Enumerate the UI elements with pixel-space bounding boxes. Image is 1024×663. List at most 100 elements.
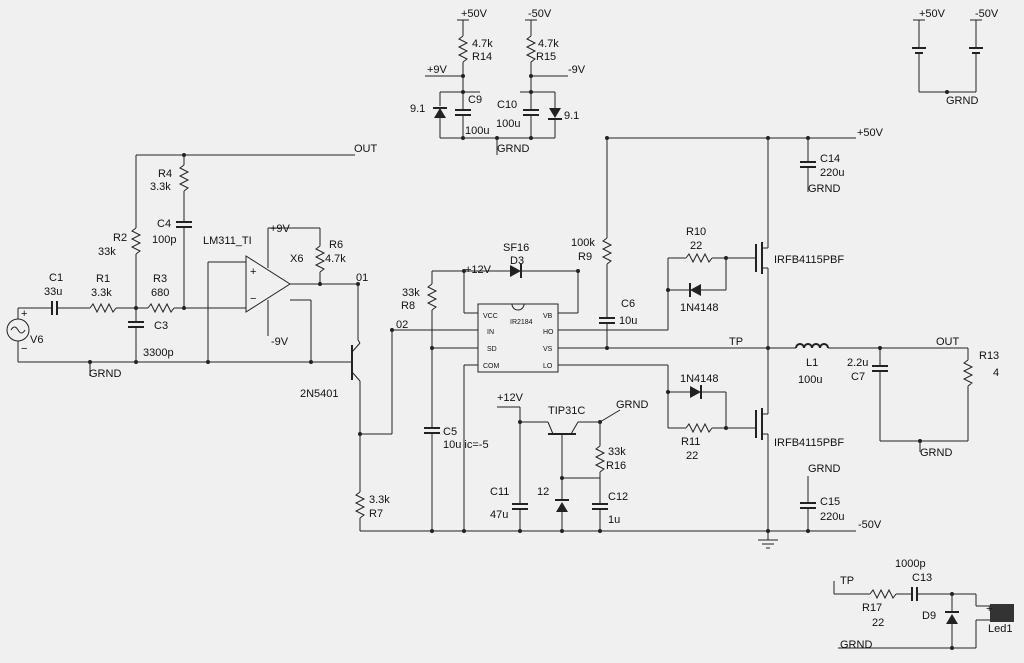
- label-c1: C1: [49, 272, 63, 284]
- label-r9: R9: [578, 251, 592, 263]
- label-c10-val: 100u: [496, 118, 520, 130]
- label-x6: X6: [290, 253, 303, 265]
- label-pin-vs: VS: [543, 346, 553, 353]
- label-z91a: 9.1: [410, 103, 425, 115]
- label-pin-com: COM: [483, 363, 500, 370]
- driver-stage: [360, 137, 974, 549]
- comparator-minus-mark: −: [250, 293, 256, 305]
- label-grnd-load: GRND: [920, 447, 952, 459]
- led-plus-mark: +: [986, 603, 992, 615]
- label-c13-val: 1000p: [895, 558, 926, 570]
- label-p50-mid: +50V: [857, 127, 884, 139]
- label-r6: R6: [329, 239, 343, 251]
- label-r8: R8: [401, 300, 415, 312]
- label-r8-val: 33k: [402, 287, 420, 299]
- label-r15: R15: [536, 51, 556, 63]
- label-c7-val: 2.2u: [847, 357, 868, 369]
- label-r6-val: 4.7k: [325, 253, 346, 265]
- label-ic: IR2184: [510, 319, 533, 326]
- label-grnd-left: GRND: [89, 368, 121, 380]
- label-m9: -9V: [568, 64, 586, 76]
- label-l1-val: 100u: [798, 374, 822, 386]
- label-2n5401: 2N5401: [300, 388, 339, 400]
- labels: +50V -50V 4.7k R14 4.7k R15 +9V -9V 9.1 …: [30, 8, 1012, 651]
- label-pin-vb: VB: [543, 313, 553, 320]
- label-pin-ho: HO: [543, 329, 554, 336]
- label-p9: +9V: [427, 64, 448, 76]
- label-irfb-hi: IRFB4115PBF: [774, 254, 844, 266]
- label-c14-val: 220u: [820, 167, 844, 179]
- label-z12: 12: [537, 486, 549, 498]
- label-tp2: TP: [840, 575, 854, 587]
- label-r9-val: 100k: [571, 237, 595, 249]
- label-c15-val: 220u: [820, 511, 844, 523]
- label-sf16: SF16: [503, 242, 529, 254]
- label-r11-val: 22: [686, 450, 698, 462]
- battery-supplies: [912, 19, 983, 93]
- label-r13-val: 4: [993, 367, 999, 379]
- label-r4-val: 3.3k: [150, 181, 171, 193]
- label-grnd-bot: GRND: [840, 639, 872, 651]
- polarity-marks: + − + − +: [21, 266, 992, 615]
- label-c13: C13: [912, 572, 932, 584]
- label-r10-val: 22: [690, 240, 702, 252]
- label-c15: C15: [820, 496, 840, 508]
- label-c12-val: 1u: [608, 514, 620, 526]
- label-d3: D3: [510, 255, 524, 267]
- label-r7: R7: [369, 508, 383, 520]
- label-m50-top1: -50V: [528, 8, 552, 20]
- label-c1-val: 33u: [44, 286, 62, 298]
- junction-dots: [88, 74, 954, 650]
- label-pin-in: IN: [487, 329, 494, 336]
- label-c4-val: 100p: [152, 234, 176, 246]
- label-irfb-lo: IRFB4115PBF: [774, 437, 844, 449]
- label-r15-val: 4.7k: [538, 38, 559, 50]
- regulator-stage: [497, 406, 621, 531]
- label-p12a: +12V: [465, 264, 492, 276]
- label-r11: R11: [681, 436, 700, 448]
- label-r1: R1: [96, 273, 110, 285]
- label-n02: 02: [396, 319, 408, 331]
- label-r10: R10: [686, 226, 706, 238]
- label-c9-val: 100u: [465, 125, 489, 137]
- label-pin-vcc: VCC: [483, 313, 498, 320]
- label-r4: R4: [158, 168, 172, 180]
- label-c7: C7: [851, 371, 865, 383]
- label-pin-sd: SD: [487, 346, 497, 353]
- label-out-top: OUT: [354, 143, 378, 155]
- comparator-plus-mark: +: [250, 266, 256, 278]
- label-lm311: LM311_TI: [203, 235, 252, 247]
- label-c3: C3: [154, 320, 168, 332]
- label-r14: R14: [472, 51, 492, 63]
- label-p9-op: +9V: [270, 223, 291, 235]
- label-c14: C14: [820, 153, 840, 165]
- label-c6: C6: [621, 298, 635, 310]
- label-r3: R3: [153, 273, 167, 285]
- label-pin-lo: LO: [543, 363, 553, 370]
- label-grnd-tr: GRND: [946, 95, 978, 107]
- label-grnd-c14: GRND: [808, 183, 840, 195]
- label-c11: C11: [490, 486, 509, 498]
- label-c9: C9: [468, 94, 482, 106]
- label-d9: D9: [922, 610, 936, 622]
- label-out-mid: OUT: [936, 336, 960, 348]
- label-c10: C10: [497, 99, 517, 111]
- label-r1-val: 3.3k: [91, 287, 112, 299]
- label-r14-val: 4.7k: [472, 38, 493, 50]
- label-m50-mid: -50V: [858, 519, 882, 531]
- label-z91b: 9.1: [564, 110, 579, 122]
- supply-network: [425, 19, 568, 155]
- label-r17: R17: [862, 602, 882, 614]
- label-1n4148a: 1N4148: [680, 302, 719, 314]
- label-c12: C12: [608, 491, 628, 503]
- label-r3-val: 680: [151, 287, 169, 299]
- label-c3-val: 3300p: [143, 347, 174, 359]
- label-r2: R2: [113, 232, 127, 244]
- label-r13: R13: [979, 350, 999, 362]
- label-r16: R16: [606, 460, 626, 472]
- input-stage: [6, 154, 393, 531]
- source-plus-mark: +: [21, 308, 27, 320]
- label-r17-val: 22: [872, 617, 884, 629]
